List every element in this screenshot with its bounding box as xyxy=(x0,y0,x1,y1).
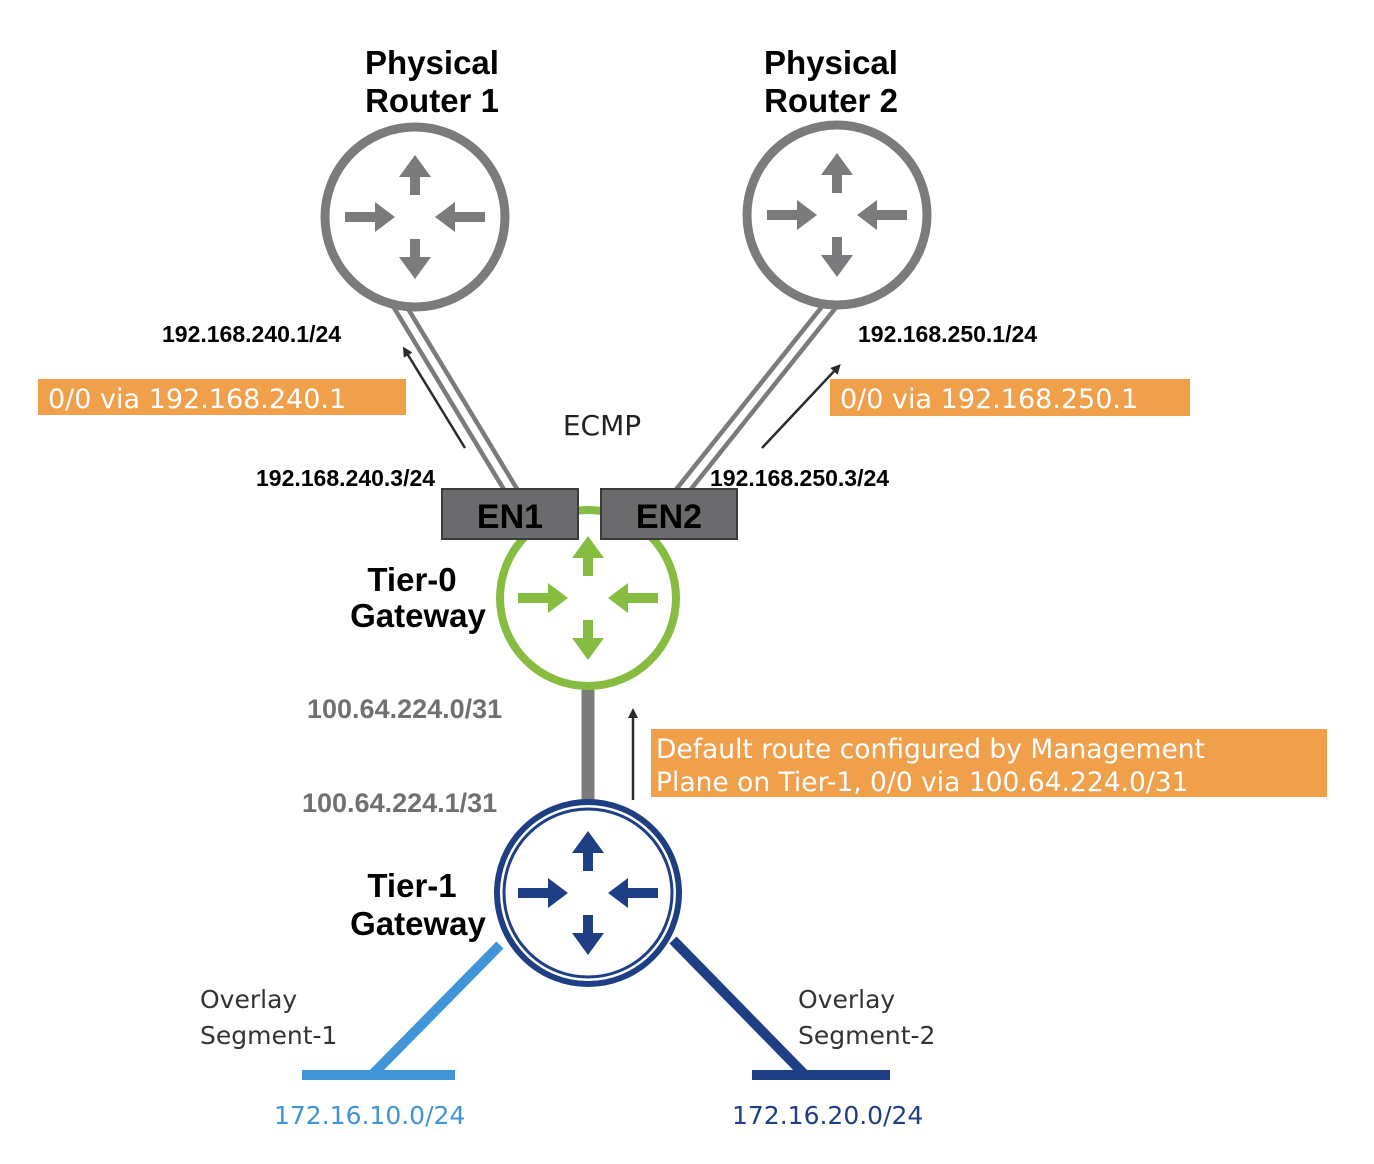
router1-title-line1: Physical xyxy=(365,44,499,81)
link-segment-1 xyxy=(302,941,504,1080)
ip-t1-uplink: 100.64.224.1/31 xyxy=(302,788,497,818)
ip-r2-interface: 192.168.250.1/24 xyxy=(858,321,1037,347)
callout-route-2: 0/0 via 192.168.250.1 xyxy=(830,379,1190,416)
router2-title-line1: Physical xyxy=(764,44,898,81)
tier0-gateway xyxy=(496,506,680,690)
segment2-label-line1: Overlay xyxy=(798,985,895,1014)
callout-route-2-text: 0/0 via 192.168.250.1 xyxy=(840,384,1138,415)
router2-title-line2: Router 2 xyxy=(764,82,898,119)
segment2-subnet: 172.16.20.0/24 xyxy=(732,1101,923,1130)
router1-title-line2: Router 1 xyxy=(365,82,499,119)
link-r1-en1 xyxy=(386,290,524,505)
link-segment-2 xyxy=(669,936,890,1080)
edge-node-en2: EN2 xyxy=(600,488,738,540)
callout-default-route-line1: Default route configured by Management xyxy=(656,734,1205,765)
physical-router-1 xyxy=(320,122,510,312)
route-arrow-1 xyxy=(402,346,467,449)
ip-en1-uplink: 192.168.240.3/24 xyxy=(256,465,435,491)
link-r2-en2 xyxy=(668,292,844,505)
tier0-title-line2: Gateway xyxy=(350,597,486,634)
ip-r1-interface: 192.168.240.1/24 xyxy=(162,321,341,347)
segment2-label-line2: Segment-2 xyxy=(798,1021,935,1050)
callout-route-1-text: 0/0 via 192.168.240.1 xyxy=(48,384,346,415)
segment1-subnet: 172.16.10.0/24 xyxy=(274,1101,465,1130)
en1-label: EN1 xyxy=(477,498,543,536)
tier1-title-line2: Gateway xyxy=(350,905,486,942)
ip-en2-uplink: 192.168.250.3/24 xyxy=(710,465,889,491)
tier0-title-line1: Tier-0 xyxy=(367,561,456,598)
callout-default-route-line2: Plane on Tier-1, 0/0 via 100.64.224.0/31 xyxy=(656,767,1188,798)
en2-label: EN2 xyxy=(636,498,702,536)
segment1-label-line1: Overlay xyxy=(200,985,297,1014)
route-arrow-2 xyxy=(761,364,841,449)
edge-node-en1: EN1 xyxy=(441,488,579,540)
tier1-title-line1: Tier-1 xyxy=(367,867,456,904)
callout-route-1: 0/0 via 192.168.240.1 xyxy=(38,379,406,415)
tier1-gateway xyxy=(494,799,682,987)
ecmp-label: ECMP xyxy=(563,409,641,442)
physical-router-2 xyxy=(742,120,932,310)
ip-t0-downlink: 100.64.224.0/31 xyxy=(307,694,502,724)
segment1-label-line2: Segment-1 xyxy=(200,1021,337,1050)
callout-default-route: Default route configured by Management P… xyxy=(651,729,1327,798)
